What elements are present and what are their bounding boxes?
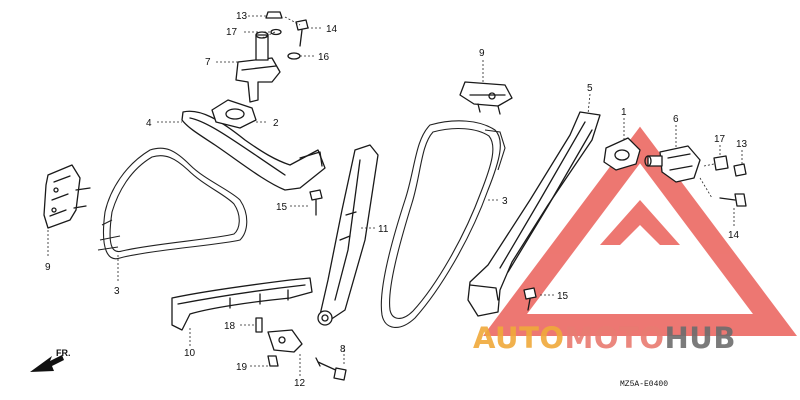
- callout-19: 19: [236, 362, 248, 373]
- front-arrow-icon: [30, 355, 64, 372]
- callout-2: 2: [273, 118, 279, 129]
- pivot-bolt-8: [315, 357, 347, 381]
- watermark-wordmark: AUTOMOTOHUB: [473, 321, 736, 355]
- callout-17-right: 17: [714, 134, 726, 145]
- callout-1: 1: [621, 107, 627, 118]
- callout-6: 6: [673, 114, 679, 125]
- watermark-word-hub: HUB: [665, 321, 736, 355]
- cam-chain-3-right: [380, 120, 506, 328]
- lower-chain-guide-10: [171, 277, 313, 331]
- tensioner-lifter-7: [235, 31, 281, 103]
- tensioner-body-6: [644, 145, 701, 183]
- callout-11: 11: [378, 224, 389, 235]
- callout-15-right: 15: [557, 291, 569, 302]
- watermark-logo-mark: [483, 126, 797, 336]
- callout-10: 10: [184, 348, 196, 359]
- callout-17-top: 17: [226, 27, 238, 38]
- gasket-2: [211, 99, 257, 129]
- chain-guide-9-right: [459, 81, 513, 115]
- callout-3-right: 3: [502, 196, 508, 207]
- bolt-15-right: [523, 287, 537, 311]
- front-label: FR.: [56, 348, 71, 358]
- gasket-1: [603, 137, 641, 171]
- tensioner-arm-5: [467, 111, 601, 317]
- callout-8: 8: [340, 344, 346, 355]
- callout-18: 18: [224, 321, 236, 332]
- callout-9-right: 9: [479, 48, 485, 59]
- front-direction-indicator: FR.: [30, 348, 71, 372]
- svg-text:AUTOMOTOHUB: AUTOMOTOHUB: [473, 321, 736, 355]
- callout-16: 16: [318, 52, 330, 63]
- watermark-word-auto: AUTO: [473, 321, 565, 355]
- bolt-15-left: [309, 189, 323, 216]
- callout-5: 5: [587, 83, 593, 94]
- cam-chain-3-left: [97, 147, 248, 260]
- bracket-12: [255, 317, 303, 367]
- fasteners-top: [261, 11, 309, 60]
- chain-guide-11: [317, 144, 379, 326]
- chain-guide-9-left: [43, 164, 91, 229]
- callout-12: 12: [294, 378, 306, 389]
- fasteners-right: [699, 155, 747, 207]
- callout-14-top: 14: [326, 24, 338, 35]
- callout-labels: 13 17 14 16 7 2 4 15 9 3 11 9 3 5 1 6 17…: [45, 11, 748, 389]
- callout-9-left: 9: [45, 262, 51, 273]
- upper-chain-guide-4: [181, 110, 326, 191]
- callout-15-left: 15: [276, 202, 288, 213]
- callout-14-right: 14: [728, 230, 740, 241]
- watermark-word-moto: MOTO: [565, 321, 665, 355]
- leader-lines: [47, 15, 743, 376]
- callout-13-right: 13: [736, 139, 748, 150]
- diagram-code: MZ5A-E0400: [620, 380, 668, 389]
- callout-4: 4: [146, 118, 152, 129]
- callout-3-left: 3: [114, 286, 120, 297]
- callout-13-top: 13: [236, 11, 248, 22]
- callout-7: 7: [205, 57, 211, 68]
